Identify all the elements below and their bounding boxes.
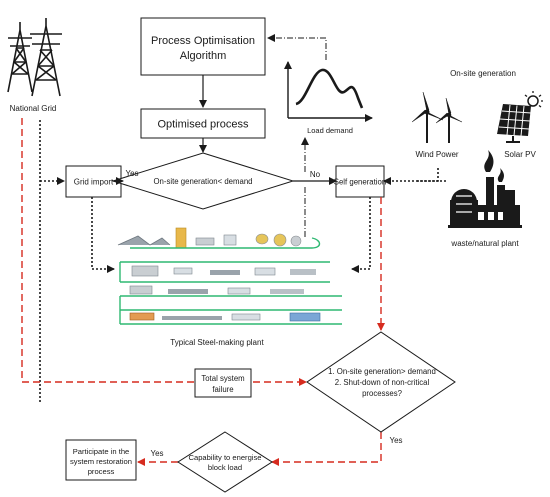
capability-label-1: Capability to energise [188, 453, 261, 462]
participate-label-2: system restoration [70, 457, 132, 466]
dotted-self-to-plant [351, 197, 371, 273]
self-generation-box [335, 165, 385, 198]
algorithm-label-1: Process Optimisation [151, 35, 255, 47]
transmission-tower-icon [7, 18, 62, 97]
participate-label-1: Participate in the [73, 447, 130, 456]
red-arrow-decision2-to-capability [271, 432, 382, 466]
wind-turbine-icon [411, 91, 463, 143]
grid-import-label: Grid import [74, 178, 114, 187]
solar-pv-label: Solar PV [504, 150, 536, 159]
arrow-load-to-algorithm [267, 34, 327, 60]
solar-panel-icon [497, 91, 543, 143]
decision2-label-3: processes? [362, 389, 403, 398]
optimised-process-label: Optimised process [157, 119, 249, 131]
capability-label-2: block load [208, 463, 242, 472]
decision-onsite-less-than-demand [111, 152, 295, 210]
waste-plant-label: waste/natural plant [450, 239, 519, 248]
total-failure-box [194, 368, 252, 398]
decision-capability [177, 431, 273, 493]
steel-plant-label: Typical Steel-making plant [170, 338, 264, 347]
dotted-import-to-plant [91, 197, 115, 273]
decision2-label-1: 1. On-site generation> demand [328, 367, 436, 376]
yes-label-bottom: Yes [389, 436, 402, 445]
total-failure-label-1: Total system [201, 374, 244, 383]
yes-label-left: Yes [125, 169, 138, 178]
self-generation-label: Self generation [334, 178, 386, 187]
wind-power-label: Wind Power [415, 150, 458, 159]
grid-import-box [65, 165, 122, 198]
participate-label-3: process [88, 467, 115, 476]
factory-icon [448, 150, 522, 228]
yes-label-final: Yes [150, 449, 163, 458]
load-demand-label: Load demand [307, 126, 353, 135]
steel-plant-illustration [117, 227, 342, 325]
algorithm-box [140, 17, 266, 76]
decision1-label: On-site generation< demand [153, 177, 252, 186]
no-label-right: No [310, 170, 321, 179]
national-grid-label: National Grid [10, 104, 57, 113]
dotted-wind-connector [415, 168, 439, 182]
onsite-generation-title: On-site generation [450, 69, 516, 78]
optimised-process-box [140, 108, 266, 139]
participate-box [65, 439, 137, 481]
decision2-label-2: 2. Shut-down of non-critical [335, 378, 430, 387]
total-failure-label-2: failure [212, 385, 233, 394]
decision-onsite-greater-than-demand [306, 331, 456, 433]
load-demand-graph-icon [284, 61, 373, 122]
algorithm-label-2: Algorithm [180, 50, 226, 62]
